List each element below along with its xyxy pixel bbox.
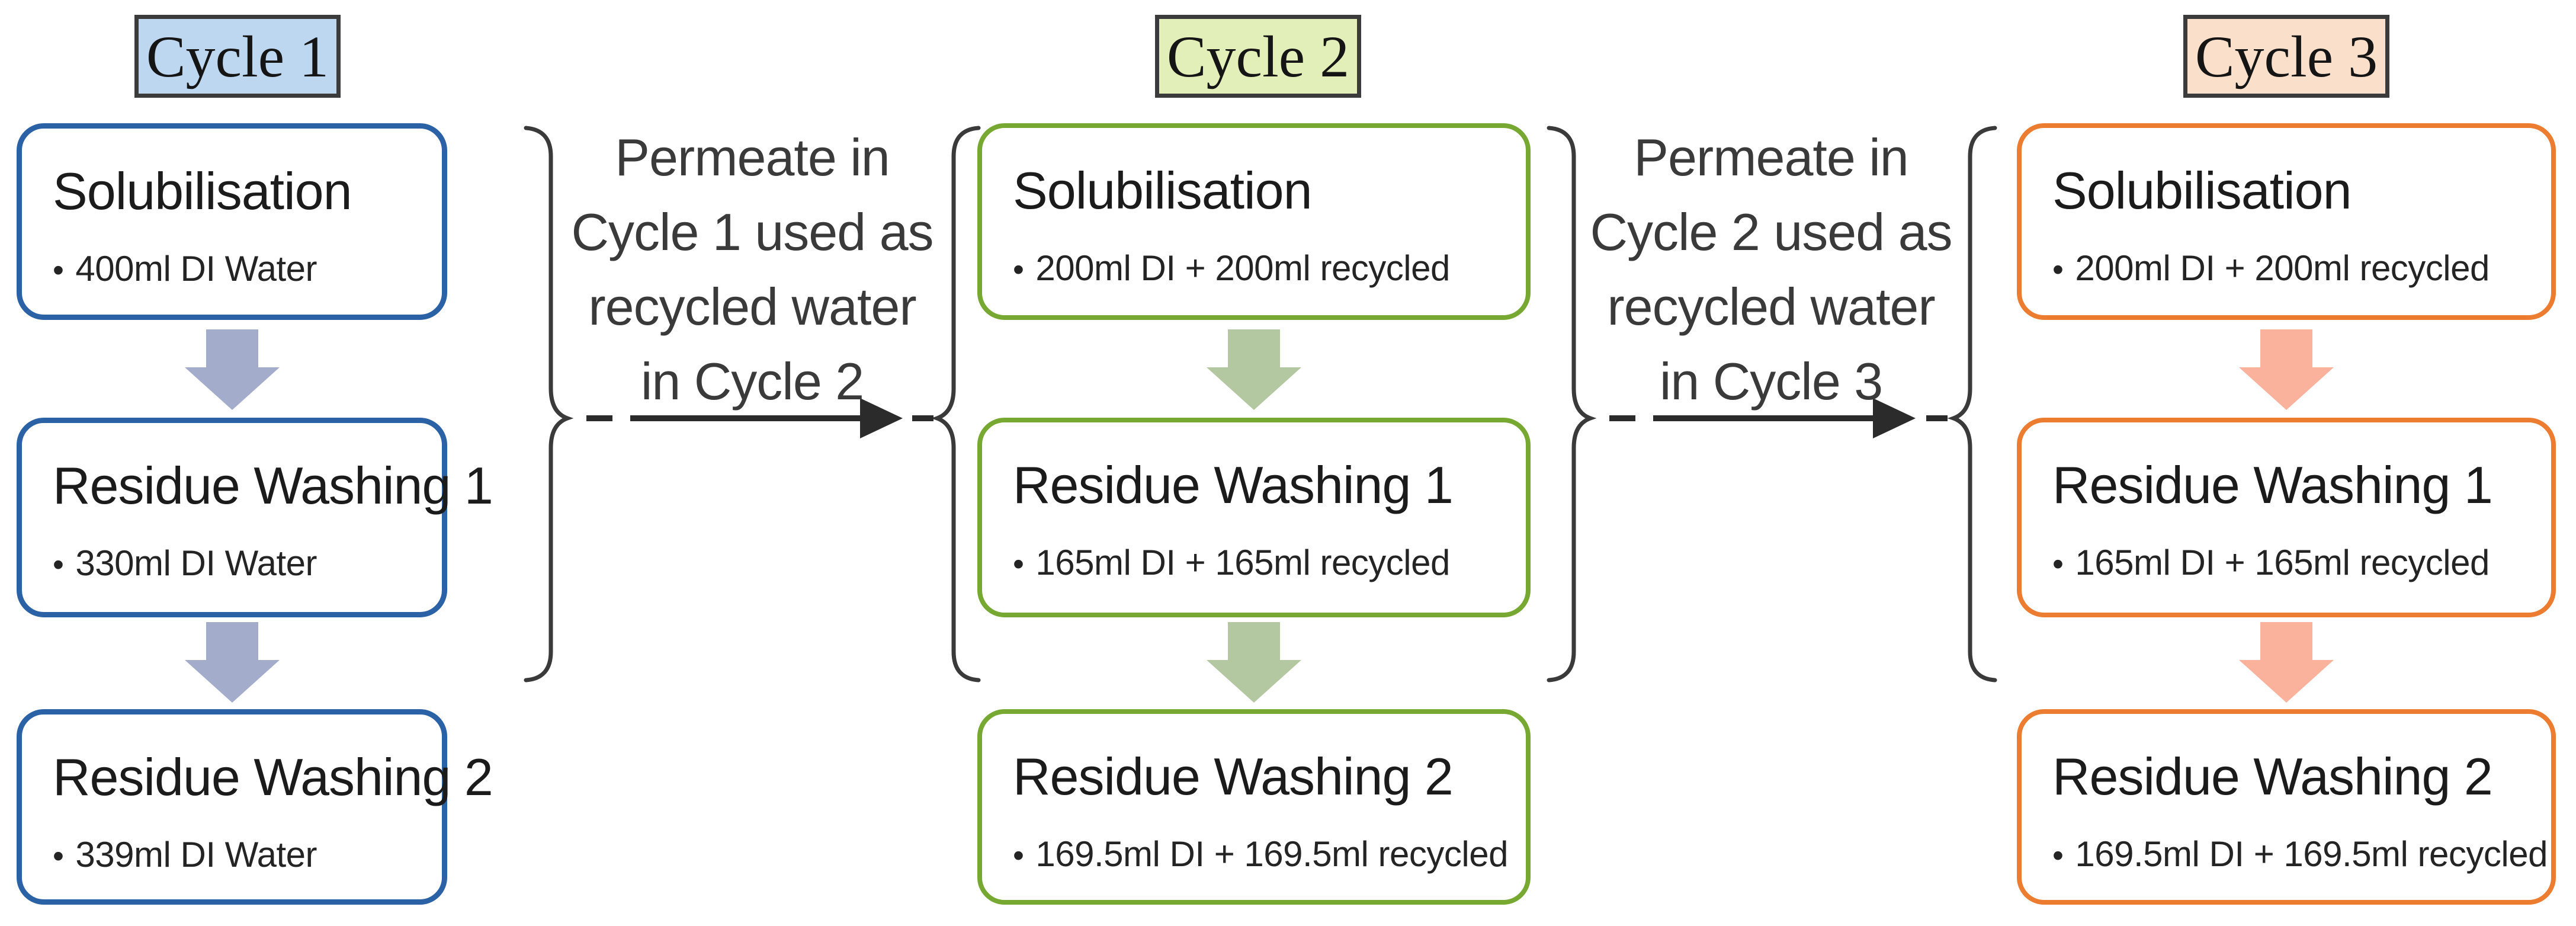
step-title: Solubilisation xyxy=(2052,161,2352,220)
cycle-3-label: Cycle 3 xyxy=(2183,15,2389,98)
step-title: Solubilisation xyxy=(53,162,352,220)
down-arrow-icon xyxy=(185,622,280,703)
permeate-note-line: Cycle 2 used as xyxy=(1590,203,1952,261)
down-arrow-icon xyxy=(2239,329,2334,410)
bullet-icon: • xyxy=(1013,252,1024,287)
cycle-2-step-solubilisation: Solubilisation • 200ml DI + 200ml recycl… xyxy=(977,123,1531,320)
bullet-icon: • xyxy=(53,252,64,288)
step-detail-text: 339ml DI Water xyxy=(75,835,317,874)
permeate-note-2: Permeate in Cycle 2 used as recycled wat… xyxy=(1581,120,1961,419)
permeate-note-line: in Cycle 2 xyxy=(640,352,864,411)
down-arrow-icon xyxy=(2239,622,2334,703)
bullet-icon: • xyxy=(2052,252,2064,287)
cycle-3-step-residue-washing-2: Residue Washing 2 • 169.5ml DI + 169.5ml… xyxy=(2017,709,2556,905)
step-detail: • 400ml DI Water xyxy=(53,248,418,291)
cycle-1-group-brace xyxy=(524,126,574,683)
permeate-note-line: recycled water xyxy=(1607,277,1935,336)
flow-arrowhead-icon xyxy=(860,398,903,438)
step-detail: • 165ml DI + 165ml recycled xyxy=(2052,542,2527,585)
cycle-1-label: Cycle 1 xyxy=(134,15,341,98)
step-detail-text: 165ml DI + 165ml recycled xyxy=(1035,543,1450,582)
step-detail-text: 200ml DI + 200ml recycled xyxy=(2075,248,2490,288)
down-arrow-icon xyxy=(1207,622,1301,703)
step-title: Solubilisation xyxy=(1013,161,1313,220)
step-detail-text: 400ml DI Water xyxy=(75,249,317,289)
permeate-note-line: Cycle 1 used as xyxy=(571,203,933,261)
down-arrow-icon xyxy=(1207,329,1301,410)
bullet-icon: • xyxy=(1013,838,1024,873)
bullet-icon: • xyxy=(1013,546,1024,582)
cycle-3-step-solubilisation: Solubilisation • 200ml DI + 200ml recycl… xyxy=(2017,123,2556,320)
step-detail-text: 169.5ml DI + 169.5ml recycled xyxy=(2075,834,2548,874)
cycle-2-label: Cycle 2 xyxy=(1155,15,1361,98)
cycle-2-step-residue-washing-2: Residue Washing 2 • 169.5ml DI + 169.5ml… xyxy=(977,709,1531,905)
bullet-icon: • xyxy=(2052,838,2064,873)
bullet-icon: • xyxy=(2052,546,2064,582)
step-detail: • 200ml DI + 200ml recycled xyxy=(1013,248,1502,290)
step-detail-text: 169.5ml DI + 169.5ml recycled xyxy=(1035,834,1508,874)
cycle-2-group-brace-right xyxy=(1547,126,1597,683)
cycle-2-step-residue-washing-1: Residue Washing 1 • 165ml DI + 165ml rec… xyxy=(977,418,1531,617)
step-detail: • 165ml DI + 165ml recycled xyxy=(1013,542,1502,585)
step-detail: • 169.5ml DI + 169.5ml recycled xyxy=(1013,834,1508,876)
step-title: Residue Washing 1 xyxy=(2052,456,2493,514)
step-detail-text: 330ml DI Water xyxy=(75,543,317,583)
step-detail-text: 165ml DI + 165ml recycled xyxy=(2075,543,2490,582)
cycle-1-step-residue-washing-2: Residue Washing 2 • 339ml DI Water xyxy=(17,709,493,905)
step-title: Residue Washing 2 xyxy=(1013,747,1454,806)
bullet-icon: • xyxy=(53,547,64,582)
permeate-note-line: recycled water xyxy=(588,277,916,336)
cycle-2-group-brace-left xyxy=(931,126,981,683)
step-detail: • 330ml DI Water xyxy=(53,543,418,585)
permeate-note-line: in Cycle 3 xyxy=(1659,352,1883,411)
step-title: Residue Washing 1 xyxy=(1013,456,1454,514)
step-detail-text: 200ml DI + 200ml recycled xyxy=(1035,248,1450,288)
cycle-1-step-residue-washing-1: Residue Washing 1 • 330ml DI Water xyxy=(17,418,493,617)
step-title: Residue Washing 2 xyxy=(2052,747,2493,806)
step-detail: • 339ml DI Water xyxy=(53,834,418,877)
cycle-3-group-brace xyxy=(1947,126,1997,683)
flow-arrowhead-icon xyxy=(1873,398,1916,438)
permeate-note-line: Permeate in xyxy=(1634,128,1908,187)
step-detail: • 200ml DI + 200ml recycled xyxy=(2052,248,2527,290)
step-detail: • 169.5ml DI + 169.5ml recycled xyxy=(2052,834,2548,876)
down-arrow-icon xyxy=(185,329,280,410)
permeate-note-line: Permeate in xyxy=(615,128,890,187)
permeate-note-1: Permeate in Cycle 1 used as recycled wat… xyxy=(563,120,942,419)
cycle-3-step-residue-washing-1: Residue Washing 1 • 165ml DI + 165ml rec… xyxy=(2017,418,2556,617)
cycle-1-step-solubilisation: Solubilisation • 400ml DI Water xyxy=(17,123,447,320)
bullet-icon: • xyxy=(53,838,64,874)
